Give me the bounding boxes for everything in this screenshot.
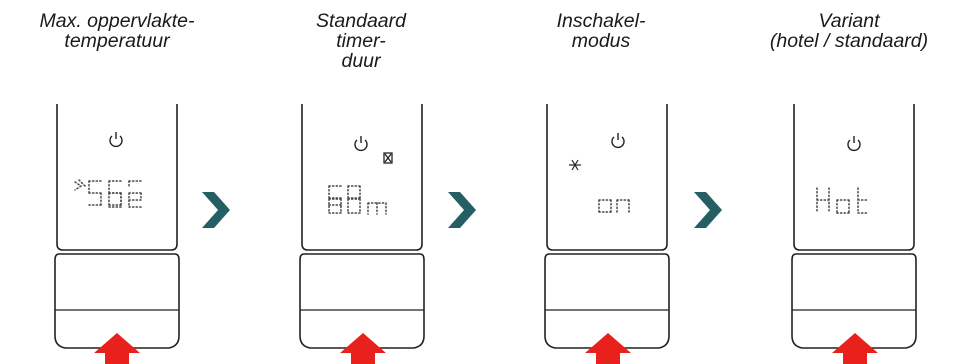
arrow-up-icon <box>340 333 386 364</box>
hourglass-icon <box>383 152 393 164</box>
device-body <box>299 104 425 349</box>
seven-segment-display <box>816 187 869 214</box>
device-step-4 <box>791 104 917 354</box>
chevron-right-icon <box>448 192 476 228</box>
device-step-3 <box>544 104 670 354</box>
snowflake-icon <box>569 159 581 171</box>
power-icon <box>354 136 368 152</box>
device-step-1 <box>54 104 180 354</box>
arrow-up-icon <box>832 333 878 364</box>
step-4-caption: Variant (hotel / standaard) <box>769 10 929 52</box>
device-body <box>791 104 917 349</box>
step-2-caption: Standaard timer- duur <box>316 10 406 72</box>
step-3-caption: Inschakel- modus <box>556 10 646 52</box>
power-icon <box>611 133 625 149</box>
seven-segment-display <box>88 180 142 208</box>
device-body <box>544 104 670 349</box>
power-icon <box>109 132 123 148</box>
device-body <box>54 104 180 349</box>
power-icon <box>847 136 861 152</box>
thermometer-icon <box>74 179 86 191</box>
chevron-right-icon <box>202 192 230 228</box>
arrow-up-icon <box>94 333 140 364</box>
seven-segment-display <box>598 199 630 213</box>
seven-segment-display <box>328 185 387 215</box>
chevron-right-icon <box>694 192 722 228</box>
step-1-caption: Max. oppervlakte- temperatuur <box>39 10 195 52</box>
device-step-2 <box>299 104 425 354</box>
arrow-up-icon <box>585 333 631 364</box>
